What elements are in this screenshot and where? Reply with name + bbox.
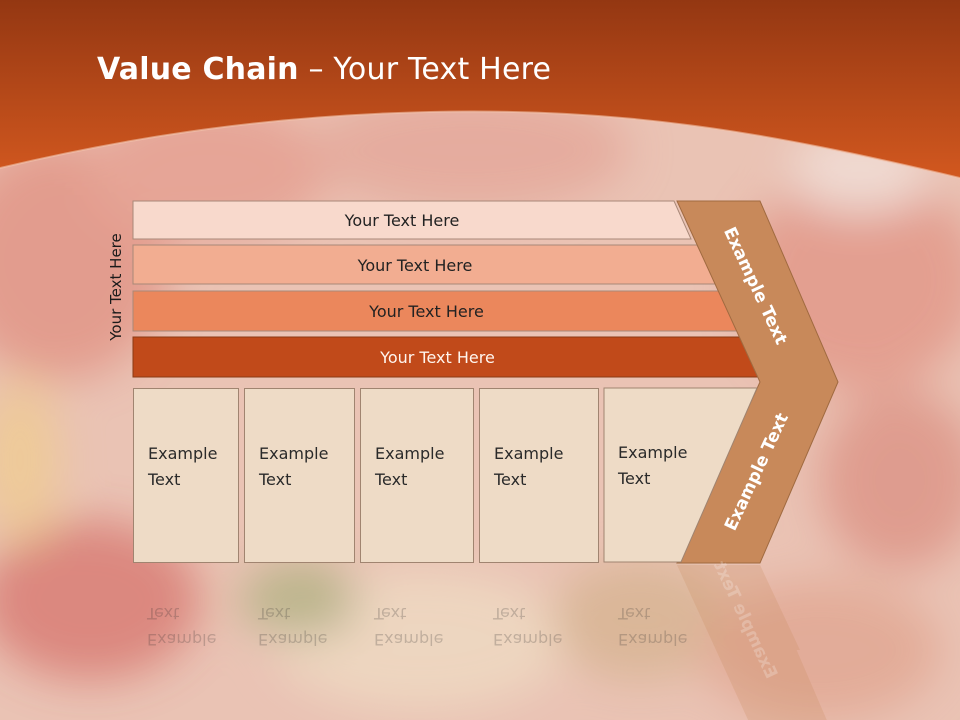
box-5-line1: Example [618,443,688,462]
chevron-reflection-band [677,565,800,650]
bar-2-label: Your Text Here [357,255,473,275]
box-4-line1: Example [494,444,564,463]
chevron-shape [676,200,839,564]
box-1-line1: Example [148,444,218,463]
slide-title: Value Chain – Your Text Here [97,52,551,87]
bar-1-label: Your Text Here [344,210,460,230]
box-2-line2: Text [259,470,292,489]
box-4-line2: Text [494,470,527,489]
box-3-line2: Text [375,470,408,489]
box-5-line2: Text [618,469,651,488]
bar-2: Your Text Here [133,246,717,284]
bar-1: Your Text Here [133,201,691,239]
chevron-reflection [677,565,827,720]
box-2-line1: Example [259,444,329,463]
bar-3: Your Text Here [133,292,740,330]
bar-4: Your Text Here [133,338,762,376]
bar-3-label: Your Text Here [369,301,484,321]
title-rest: – Your Text Here [298,52,552,87]
box-5-shape [603,387,758,563]
box-1-line2: Text [148,470,181,489]
bar-4-label: Your Text Here [380,347,495,367]
title-bold: Value Chain [97,52,299,87]
bar-1-shape [132,200,692,240]
box-3-line1: Example [375,444,445,463]
reflection-group [677,565,827,720]
